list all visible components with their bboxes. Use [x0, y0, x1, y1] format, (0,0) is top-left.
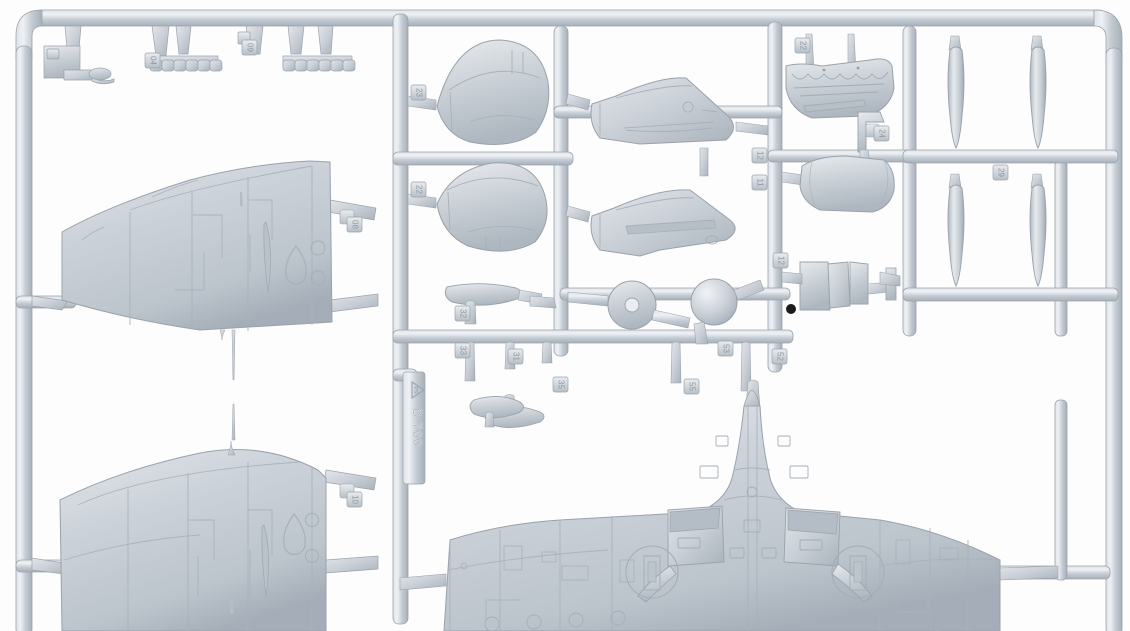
photo-speck [786, 304, 796, 314]
part-small-fitting-04 [43, 45, 115, 85]
part-number-label: 23 [414, 88, 423, 97]
part-number-tag: 09 [241, 39, 258, 56]
part-number-tag: 12 [772, 252, 789, 269]
part-number-label: 11 [755, 178, 764, 187]
part-number-label: 35 [556, 380, 565, 389]
part-propeller-blade-4 [1029, 173, 1047, 288]
part-number-label: 22 [798, 41, 807, 50]
part-number-tag: 53 [717, 340, 734, 357]
part-number-tag: 10 [346, 491, 363, 508]
part-number-tag-plate [717, 340, 734, 357]
part-number-tag-layer: 23 22 12 11 22 24 12 29 32 33 31 35 55 53 52 08 10 04 09 [144, 37, 1009, 508]
part-number-tag-plate [751, 174, 768, 191]
part-radiator-assembly [781, 261, 901, 311]
part-number-tag: 23 [410, 84, 427, 101]
part-number-tag-plate [346, 216, 363, 233]
part-number-label: 32 [458, 309, 467, 318]
part-number-tag-plate [507, 348, 524, 365]
part-number-label: 53 [721, 344, 730, 353]
part-number-tag: 11 [751, 174, 768, 191]
part-number-label: 31 [511, 352, 520, 361]
part-number-tag-plate [683, 378, 700, 395]
part-exhaust-stack-right [282, 55, 356, 72]
sprue-code-label: B 760 [410, 408, 425, 447]
part-number-label: 10 [350, 495, 359, 504]
part-lower-wing-fuselage-centre [399, 379, 1059, 631]
sprue-marking: PS B 760 [402, 371, 426, 485]
part-number-tag-plate [992, 164, 1009, 181]
part-number-tag: 24 [873, 125, 890, 142]
part-propeller-blade-2 [1029, 35, 1047, 150]
part-propeller-blade-3 [947, 173, 965, 288]
part-number-tag-plate [144, 52, 161, 69]
part-wheel-hub-disc [607, 280, 691, 330]
part-number-tag-plate [410, 181, 427, 198]
part-number-tag: 52 [771, 348, 788, 365]
part-number-label: 04 [148, 56, 157, 65]
part-number-tag: 32 [454, 305, 471, 322]
part-number-tag: 31 [507, 348, 524, 365]
part-number-tag-plate [241, 39, 258, 56]
wheel-well-right [783, 507, 885, 603]
part-number-label: 52 [775, 352, 784, 361]
part-propeller-spinner [781, 111, 895, 213]
part-undercarriage-doors [407, 39, 550, 252]
part-number-label: 08 [350, 220, 359, 229]
part-number-tag-plate [454, 305, 471, 322]
part-number-tag-plate [410, 84, 427, 101]
part-number-tag-plate [794, 37, 811, 54]
part-number-tag-plate [873, 125, 890, 142]
part-number-label: 22 [414, 185, 423, 194]
part-number-tag: 12 [751, 147, 768, 164]
part-number-tag: 33 [454, 342, 471, 359]
part-exhaust-stack-left [149, 55, 223, 72]
part-number-tag-plate [751, 147, 768, 164]
part-landing-gear-fairings [565, 77, 769, 257]
part-number-tag-plate [346, 491, 363, 508]
part-number-label: 09 [245, 43, 254, 52]
part-number-tag: 08 [346, 216, 363, 233]
wheel-well-left [625, 505, 725, 603]
part-number-tag: 22 [410, 181, 427, 198]
part-spinner-backplate-ball [690, 278, 765, 345]
part-number-label: 33 [458, 346, 467, 355]
part-number-label: 12 [755, 151, 764, 160]
part-engine-cowling-lip [785, 33, 895, 119]
recycle-code-label: PS [412, 386, 418, 394]
part-number-label: 55 [687, 382, 696, 391]
part-number-label: 12 [776, 256, 785, 265]
part-number-tag-plate [772, 252, 789, 269]
part-number-tag: 55 [683, 378, 700, 395]
part-number-tag-plate [552, 376, 569, 393]
part-number-tag-plate [771, 348, 788, 365]
part-wing-lower-left [31, 403, 379, 631]
part-wing-upper-left [31, 160, 379, 381]
part-number-tag: 29 [992, 164, 1009, 181]
part-number-tag: 22 [794, 37, 811, 54]
part-number-label: 24 [877, 129, 886, 138]
part-number-tag: 04 [144, 52, 161, 69]
part-number-tag: 35 [552, 376, 569, 393]
part-number-tag-plate [454, 342, 471, 359]
part-propeller-blade-1 [947, 35, 965, 150]
part-number-label: 29 [996, 168, 1005, 177]
part-propeller-blades [947, 35, 1047, 288]
